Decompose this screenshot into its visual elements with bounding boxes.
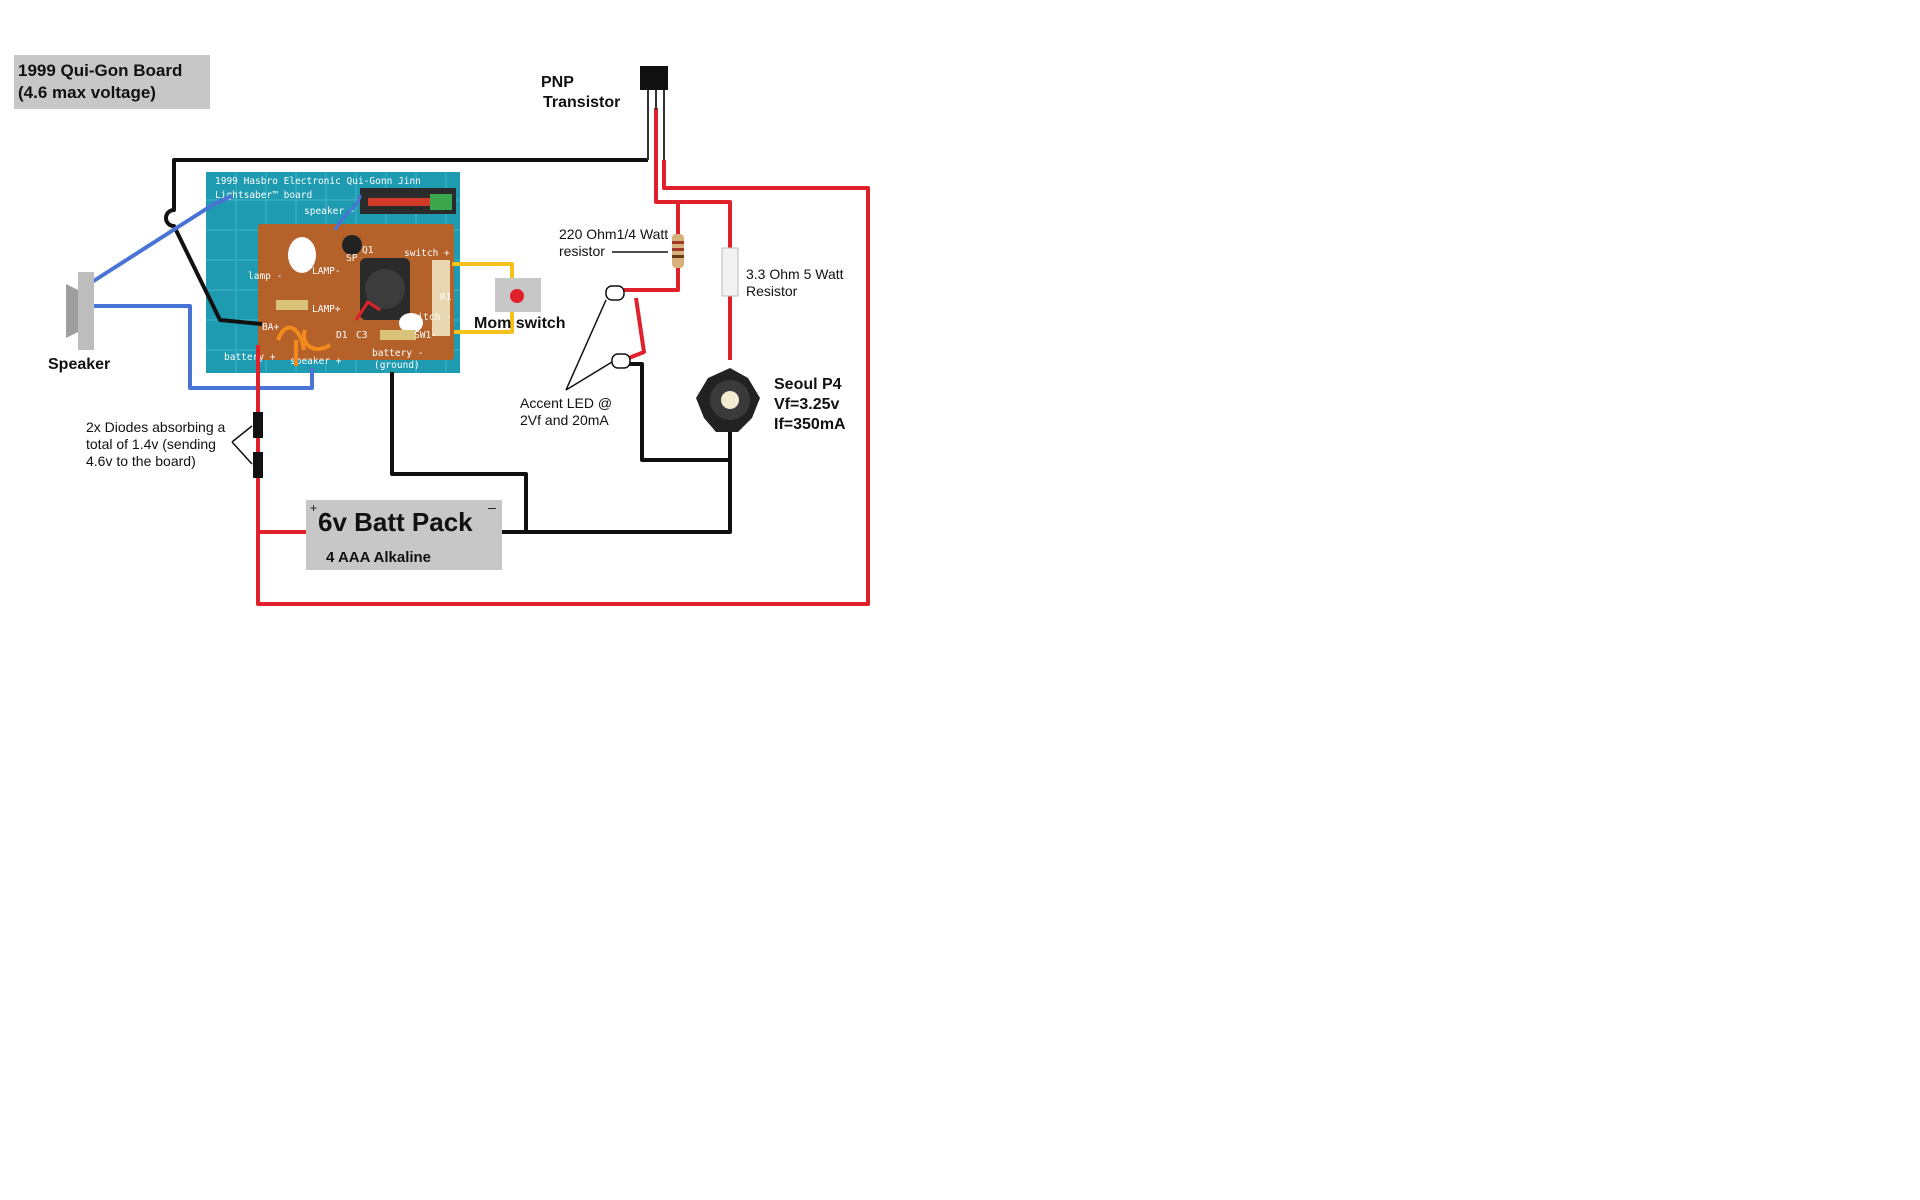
wire-blue-speaker-top xyxy=(90,194,233,284)
battery-title: 6v Batt Pack xyxy=(318,507,473,537)
wire-black-accent-to-led xyxy=(624,362,730,462)
pcb-d1: D1 xyxy=(336,330,348,341)
pcb-battery-neg: battery - xyxy=(372,348,423,359)
pcb-lamp-pos-mark: LAMP+ xyxy=(312,304,341,315)
transistor-label-1: PNP xyxy=(541,74,574,91)
pcb-photo: 1999 Hasbro Electronic Qui-Gonn Jinn Lig… xyxy=(206,172,460,373)
accent-led-label-1: Accent LED @ xyxy=(520,395,612,411)
battery-plus: + xyxy=(310,501,317,515)
resistor-3-3-ohm: 3.3 Ohm 5 Watt Resistor xyxy=(721,247,844,299)
pcb-switch-pos: switch + xyxy=(404,248,450,259)
led-label-1: Seoul P4 xyxy=(774,376,842,393)
momentary-switch: Mom switch xyxy=(474,278,566,332)
pcb-sp: SP xyxy=(346,253,358,264)
pcb-header-2: Lightsaber™ board xyxy=(215,190,312,201)
resistor-220-label-1: 220 Ohm1/4 Watt xyxy=(559,226,668,242)
title-line-2: (4.6 max voltage) xyxy=(18,83,156,102)
wire-black-led-to-battery xyxy=(500,420,732,534)
led-label-3: If=350mA xyxy=(774,416,846,433)
title-line-1: 1999 Qui-Gon Board xyxy=(18,61,182,80)
diodes-label-2: total of 1.4v (sending xyxy=(86,436,216,452)
speaker-label: Speaker xyxy=(48,356,110,373)
wire-red-220-to-accent-led xyxy=(624,268,680,292)
pcb-c3: C3 xyxy=(356,330,367,341)
pcb-battery-pos: battery + xyxy=(224,352,276,363)
pcb-q1: Q1 xyxy=(362,245,374,256)
accent-led: Accent LED @ 2Vf and 20mA xyxy=(520,285,631,428)
wire-red-main-loop xyxy=(256,160,870,606)
pcb-switch-neg: switch - xyxy=(406,312,452,323)
diodes-label-3: 4.6v to the board) xyxy=(86,453,196,469)
resistor-33-label-1: 3.3 Ohm 5 Watt xyxy=(746,266,844,282)
resistor-220-label-2: resistor xyxy=(559,243,605,259)
pcb-lamp-neg: lamp - xyxy=(248,271,282,282)
seoul-p4-led: Seoul P4 Vf=3.25v If=350mA xyxy=(696,368,846,433)
transistor-label-2: Transistor xyxy=(543,94,620,111)
wire-red-to-220-resistor xyxy=(656,200,680,234)
battery-pack: + – 6v Batt Pack 4 AAA Alkaline xyxy=(306,499,502,570)
pcb-sw1: SW1- xyxy=(414,330,437,341)
diodes-label-1: 2x Diodes absorbing a xyxy=(86,419,226,435)
led-label-2: Vf=3.25v xyxy=(774,396,839,413)
pcb-speaker-neg: speaker - xyxy=(304,206,355,217)
pcb-speaker-pos: speaker + xyxy=(290,356,342,367)
diodes: 2x Diodes absorbing a total of 1.4v (sen… xyxy=(86,412,263,478)
pcb-header-1: 1999 Hasbro Electronic Qui-Gonn Jinn xyxy=(215,176,421,187)
wire-black-transistor-to-board xyxy=(164,158,648,326)
resistor-220-ohm: 220 Ohm1/4 Watt resistor xyxy=(559,226,684,268)
switch-label: Mom switch xyxy=(474,315,566,332)
resistor-33-label-2: Resistor xyxy=(746,283,798,299)
pnp-transistor: PNP Transistor xyxy=(541,66,668,160)
battery-minus: – xyxy=(488,499,496,515)
wire-red-accent-led-link xyxy=(623,297,646,362)
title-box: 1999 Qui-Gon Board (4.6 max voltage) xyxy=(14,55,210,109)
accent-led-label-2: 2Vf and 20mA xyxy=(520,412,609,428)
pcb-ground: (ground) xyxy=(374,360,420,371)
pcb-lamp-neg-mark: LAMP- xyxy=(312,266,341,277)
wire-black-board-ground xyxy=(390,372,528,532)
speaker: Speaker xyxy=(48,272,110,373)
wire-blue-speaker-bottom xyxy=(92,304,314,390)
wire-red-transistor-to-resistors xyxy=(654,108,732,248)
pcb-r1: R1 xyxy=(440,292,452,303)
battery-subtitle: 4 AAA Alkaline xyxy=(326,549,431,566)
pcb-ba: BA+ xyxy=(262,322,279,333)
